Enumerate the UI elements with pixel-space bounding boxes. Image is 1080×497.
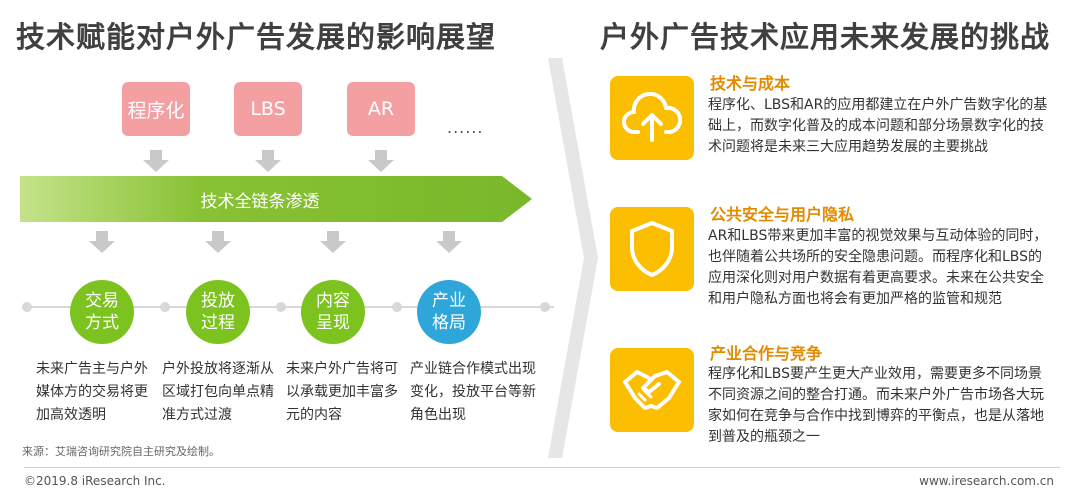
down-arrow-icon [143, 150, 169, 172]
challenge-text-cost: 程序化、LBS和AR的应用都建立在户外广告数字化的基础上，而数字化普及的成本问题… [708, 97, 1048, 155]
aspect-text-content: 未来户外广告将可以承载更加丰富多元的内容 [286, 361, 398, 423]
aspect-circle-delivery: 投放过程 [186, 280, 250, 344]
cloud-upload-icon [610, 76, 694, 160]
handshake-icon [610, 348, 694, 432]
shield-icon [610, 207, 694, 291]
footer-divider [24, 467, 1060, 468]
tech-penetration-band: 技术全链条渗透 [20, 176, 532, 222]
down-arrow-icon [320, 231, 346, 253]
down-arrow-icon [368, 150, 394, 172]
right-title: 户外广告技术应用未来发展的挑战 [600, 20, 1051, 54]
aspect-text-industry: 产业链合作模式出现变化，投放平台等新角色出现 [410, 361, 536, 423]
tech-box-lbs: LBS [234, 82, 302, 136]
challenge-title-competition: 产业合作与竞争 [710, 344, 823, 363]
challenge-title-privacy: 公共安全与用户隐私 [710, 205, 855, 224]
challenge-text-privacy: AR和LBS带来更加丰富的视觉效果与互动体验的同时，也伴随着公共场所的安全隐患问… [708, 228, 1048, 307]
challenge-title-cost: 技术与成本 [710, 74, 791, 93]
timeline-dot [392, 302, 402, 312]
chevron-divider-icon [548, 58, 598, 458]
timeline-line [24, 306, 554, 308]
down-arrow-icon [436, 231, 462, 253]
aspect-circle-content: 内容呈现 [301, 280, 365, 344]
down-arrow-icon [205, 231, 231, 253]
band-label: 技术全链条渗透 [200, 191, 320, 212]
timeline-dot [22, 302, 32, 312]
aspect-text-delivery: 户外投放将逐渐从区域打包向单点精准方式过渡 [162, 361, 274, 423]
more-ellipsis: ...... [447, 118, 484, 137]
challenge-text-competition: 程序化和LBS要产生更大产业效用，需要更多不同场景不同资源之间的整合打通。而未来… [708, 366, 1044, 445]
down-arrow-icon [89, 231, 115, 253]
timeline-dot [540, 302, 550, 312]
tech-box-programmatic: 程序化 [122, 82, 190, 136]
timeline-dot [160, 302, 170, 312]
timeline-dot [276, 302, 286, 312]
footer-website: www.iresearch.com.cn [919, 474, 1054, 488]
aspect-circle-industry: 产业格局 [417, 280, 481, 344]
aspect-circle-transaction: 交易方式 [70, 280, 134, 344]
source-note: 来源：艾瑞咨询研究院自主研究及绘制。 [22, 445, 220, 458]
tech-box-ar: AR [347, 82, 415, 136]
left-title: 技术赋能对户外广告发展的影响展望 [16, 20, 497, 54]
down-arrow-icon [255, 150, 281, 172]
footer-copyright: ©2019.8 iResearch Inc. [24, 474, 166, 488]
aspect-text-transaction: 未来广告主与户外媒体方的交易将更加高效透明 [36, 361, 148, 423]
